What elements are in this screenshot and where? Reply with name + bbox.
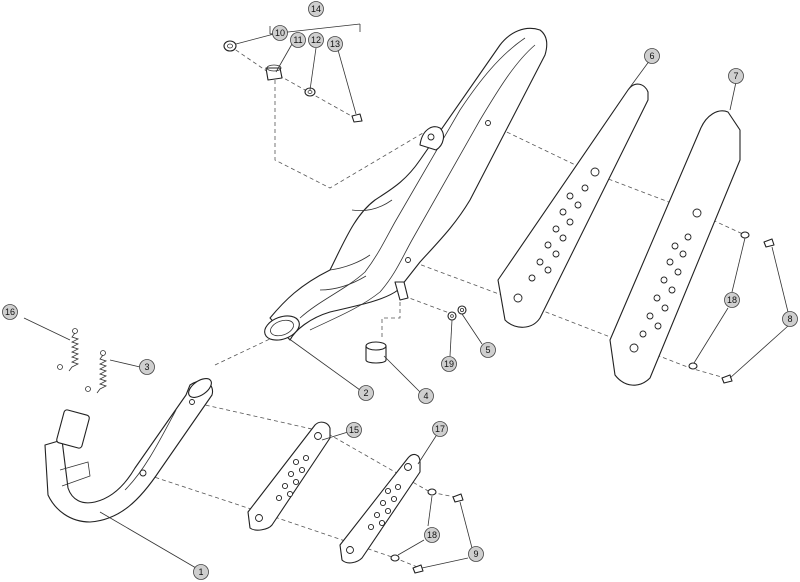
svg-text:9: 9: [473, 549, 478, 559]
callout-5: 5: [480, 342, 496, 358]
svg-text:2: 2: [363, 388, 368, 398]
callout-8: 8: [782, 311, 798, 327]
svg-text:16: 16: [5, 307, 15, 317]
callout-10: 10: [272, 25, 288, 41]
svg-text:18: 18: [427, 530, 437, 540]
callout-13: 13: [327, 36, 343, 52]
callout-1: 1: [193, 564, 209, 580]
callout-4: 4: [418, 388, 434, 404]
svg-text:8: 8: [787, 314, 792, 324]
muffler-body: [264, 27, 548, 341]
callout-11: 11: [290, 32, 306, 48]
mounting-kit-14: [223, 40, 363, 123]
callout-18-bottom: 18: [424, 527, 440, 543]
svg-text:7: 7: [733, 71, 738, 81]
shield-6-holes: [513, 167, 600, 303]
callout-16: 16: [2, 304, 18, 320]
callout-3: 3: [139, 359, 155, 375]
nut-5: [457, 305, 467, 315]
callout-17: 17: [432, 421, 448, 437]
svg-text:6: 6: [649, 51, 654, 61]
callout-9: 9: [468, 546, 484, 562]
callout-7: 7: [728, 68, 744, 84]
svg-text:17: 17: [435, 424, 445, 434]
svg-text:3: 3: [144, 362, 149, 372]
svg-text:14: 14: [311, 4, 321, 14]
callout-19: 19: [441, 356, 457, 372]
svg-text:4: 4: [423, 391, 428, 401]
svg-text:13: 13: [330, 39, 340, 49]
leader-lines: [23, 23, 789, 569]
washer-19: [447, 311, 457, 321]
svg-text:5: 5: [485, 345, 490, 355]
callout-6: 6: [644, 48, 660, 64]
header-pipe: [44, 378, 214, 523]
header-shield-left: [247, 421, 331, 531]
inner-heat-shield: [497, 83, 649, 328]
callout-18-right: 18: [724, 292, 740, 308]
shield-15-holes: [255, 432, 322, 522]
svg-text:12: 12: [311, 35, 321, 45]
svg-text:19: 19: [444, 359, 454, 369]
svg-text:10: 10: [275, 28, 285, 38]
outer-heat-shield: [609, 110, 741, 386]
callout-12: 12: [308, 32, 324, 48]
svg-text:11: 11: [293, 35, 302, 45]
svg-text:1: 1: [198, 567, 203, 577]
shield-7-holes: [629, 208, 702, 353]
callout-2: 2: [358, 385, 374, 401]
rubber-grommet: [365, 341, 387, 364]
header-shield-right: [339, 453, 421, 564]
spring-3: [85, 350, 108, 394]
fasteners-bottom: [390, 488, 464, 574]
shield-17-holes: [346, 463, 412, 554]
fasteners-right: [688, 231, 775, 384]
svg-text:15: 15: [349, 425, 359, 435]
callout-15: 15: [346, 422, 362, 438]
callout-14: 14: [308, 1, 324, 17]
spring-16: [57, 328, 80, 372]
svg-text:18: 18: [727, 295, 737, 305]
